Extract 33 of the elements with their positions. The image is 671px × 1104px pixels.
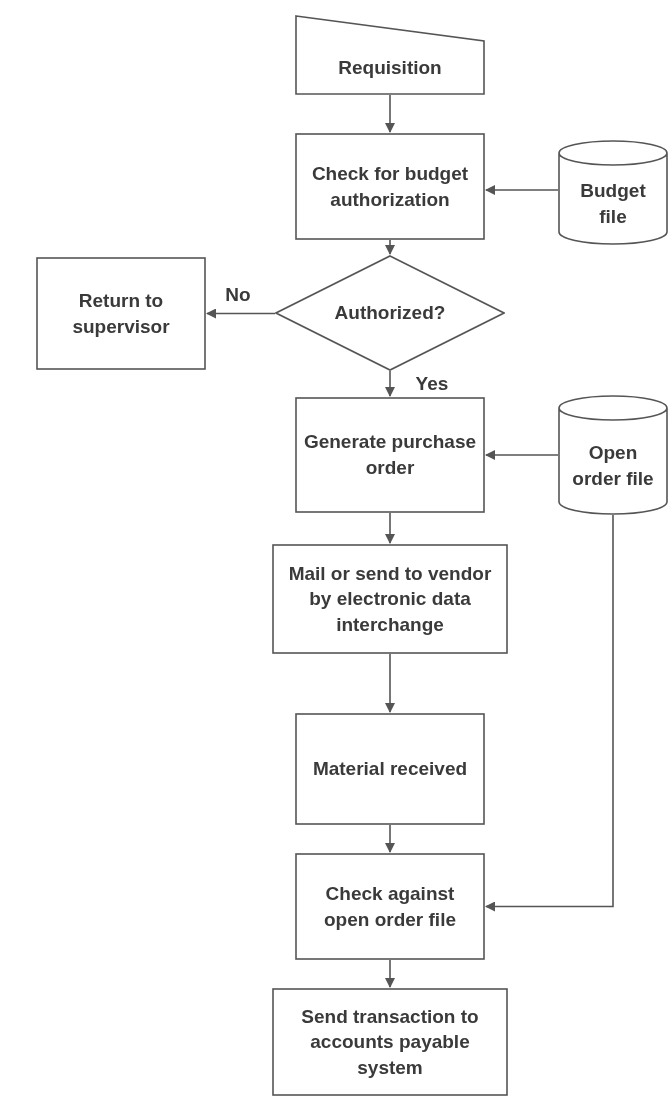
node-text: Generate purchase order (303, 430, 477, 480)
decision-diamond (275, 255, 505, 371)
process-box (295, 713, 485, 825)
arrow (385, 824, 395, 853)
process-box (295, 133, 485, 240)
node-text: Requisition (338, 56, 442, 81)
file-cylinder (558, 395, 668, 515)
node-text: Return to supervisor (71, 288, 171, 339)
file-cylinder (558, 140, 668, 245)
process-box (295, 397, 485, 513)
arrow (485, 450, 559, 460)
process-box (295, 853, 485, 960)
arrow (385, 512, 395, 544)
node-text: Open order file (571, 441, 655, 491)
process-box (272, 988, 508, 1096)
arrow (385, 239, 395, 255)
node-text: Mail or send to vendor by electronic data interchange (287, 561, 493, 637)
manual-input-shape (295, 15, 485, 95)
process-box (36, 257, 206, 370)
process-box (272, 544, 508, 654)
node-text: Send transaction to accounts payable system (300, 1004, 480, 1080)
arrow (385, 959, 395, 988)
arrow (206, 308, 276, 319)
node-text: Check for budget authorization (310, 161, 470, 212)
node-text: Authorized? (334, 301, 446, 326)
arrow (385, 370, 395, 397)
node-text: Material received (312, 757, 468, 782)
arrow (485, 514, 614, 912)
arrow (485, 185, 559, 195)
arrow (385, 653, 395, 713)
node-text: Check against open order file (323, 881, 457, 932)
node-text: Budget file (579, 178, 647, 229)
arrow (385, 94, 395, 133)
